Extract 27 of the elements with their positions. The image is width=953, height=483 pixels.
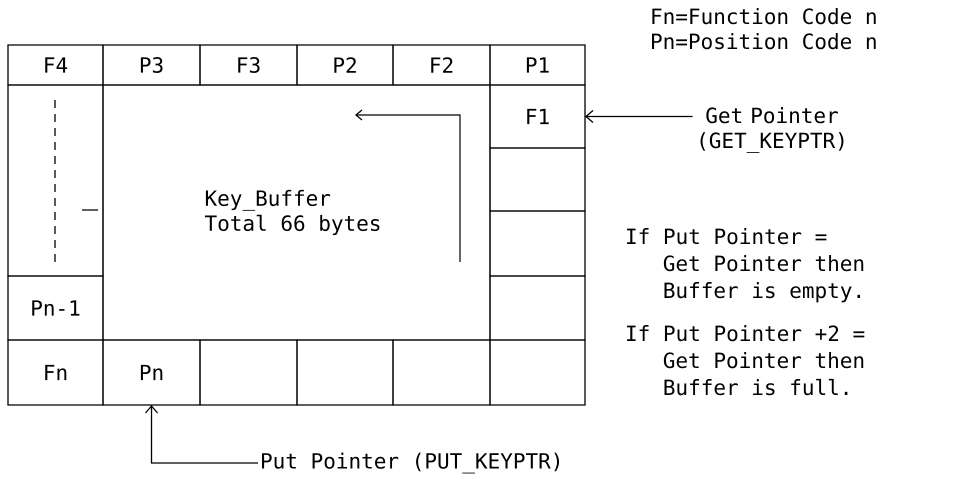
buffer-cell [489, 339, 586, 406]
buffer-cell: P1 [489, 44, 586, 86]
buffer-cell: F4 [7, 44, 104, 86]
buffer-cell [392, 339, 491, 406]
buffer-cell: F3 [199, 44, 298, 86]
buffer-cell: F2 [392, 44, 491, 86]
code-definition: Fn=Function Code n [652, 8, 876, 24]
buffer-cell: Fn [7, 339, 104, 406]
buffer-cell [489, 275, 586, 341]
pointer-label: Get Pointer (GET_KEYPTR) [700, 107, 844, 153]
code-definition: Pn=Position Code n [652, 33, 876, 50]
buffer-cell: P2 [296, 44, 394, 86]
buffer-cell: Pn [102, 339, 201, 406]
buffer-cell [489, 210, 586, 277]
buffer-cell: P3 [102, 44, 201, 86]
buffer-label: Key_Buffer Total 66 bytes [205, 190, 380, 236]
buffer-cell [489, 147, 586, 212]
buffer-cell: F1 [489, 84, 586, 149]
condition-note: If Put Pointer +2 = Get Pointer then Buffer is full. [627, 325, 864, 396]
buffer-cell [7, 84, 104, 277]
buffer-cell: Pn-1 [7, 275, 104, 341]
condition-note: If Put Pointer = Get Pointer then Buffer is empty. [627, 228, 864, 302]
buffer-cell [296, 339, 394, 406]
buffer-cell [199, 339, 298, 406]
arrow [585, 110, 693, 123]
arrow [145, 405, 258, 464]
pointer-label: Put Pointer (PUT_KEYPTR) [262, 452, 560, 474]
